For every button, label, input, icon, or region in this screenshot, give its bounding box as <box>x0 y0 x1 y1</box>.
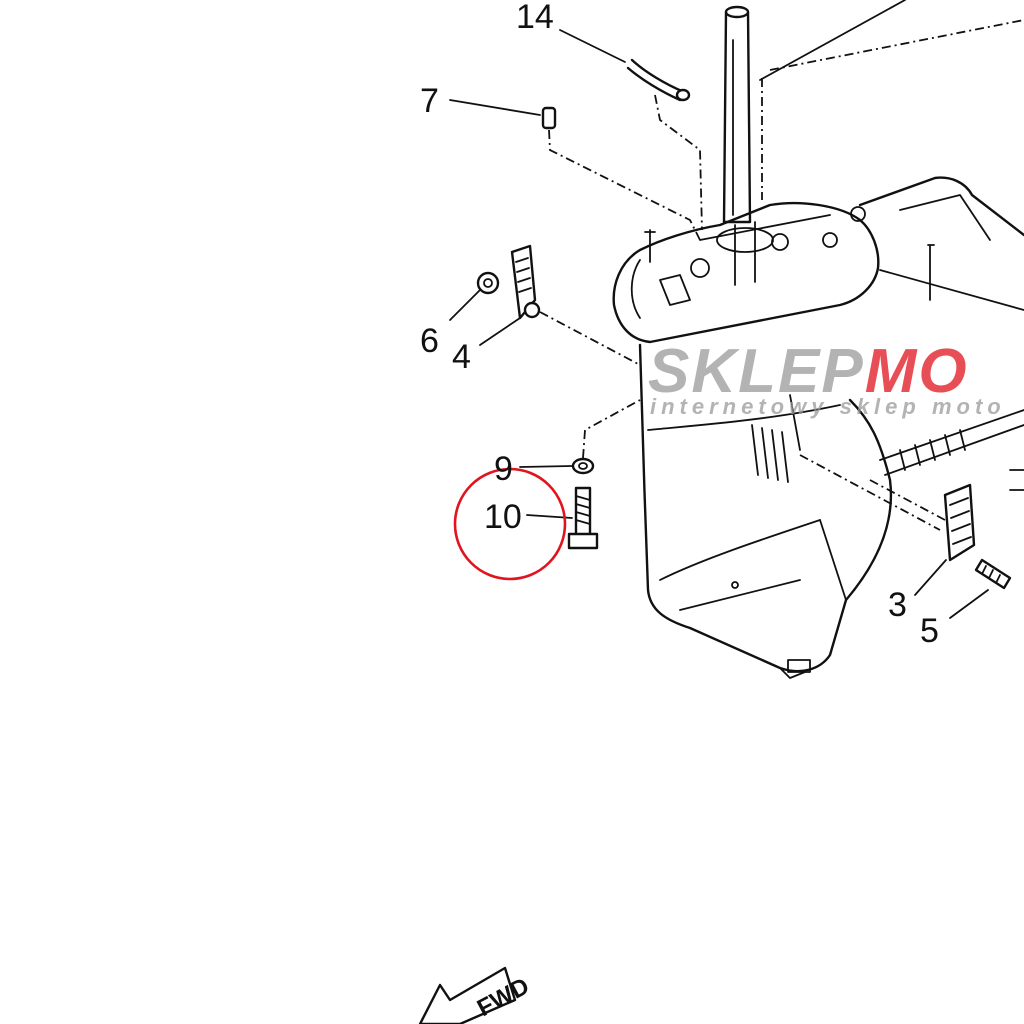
watermark: SKLEPMO internetowy sklep moto <box>648 337 1006 419</box>
fwd-marker: FWD <box>418 966 534 1024</box>
upper-casing <box>612 176 1024 344</box>
watermark-brand-red: MO <box>865 337 969 406</box>
watermark-brand: SKLEPMO <box>648 337 969 406</box>
watermark-tagline: internetowy sklep moto <box>650 394 1006 419</box>
part-10-bolt <box>567 486 599 550</box>
label-part-7: 7 <box>420 82 439 120</box>
label-part-5: 5 <box>920 612 939 650</box>
lower-casing <box>638 343 1024 679</box>
label-part-14: 14 <box>516 0 554 36</box>
part-9-washer <box>571 399 641 475</box>
label-part-4: 4 <box>452 338 471 376</box>
part-3-anode <box>869 479 976 562</box>
part-5-screw <box>974 558 1012 590</box>
leader-lines <box>449 0 1024 619</box>
label-part-6: 6 <box>420 322 439 360</box>
label-part-10: 10 <box>484 498 522 536</box>
label-part-3: 3 <box>888 586 907 624</box>
part-6-nut <box>476 271 500 295</box>
drive-shaft <box>722 5 752 224</box>
part-7-dowel-pin <box>541 106 701 241</box>
watermark-brand-dark: SKLEP <box>648 337 865 406</box>
label-part-9: 9 <box>494 450 513 488</box>
part-14-hose <box>626 58 703 231</box>
highlight-circle <box>453 467 567 581</box>
part-4-plate <box>510 244 641 366</box>
